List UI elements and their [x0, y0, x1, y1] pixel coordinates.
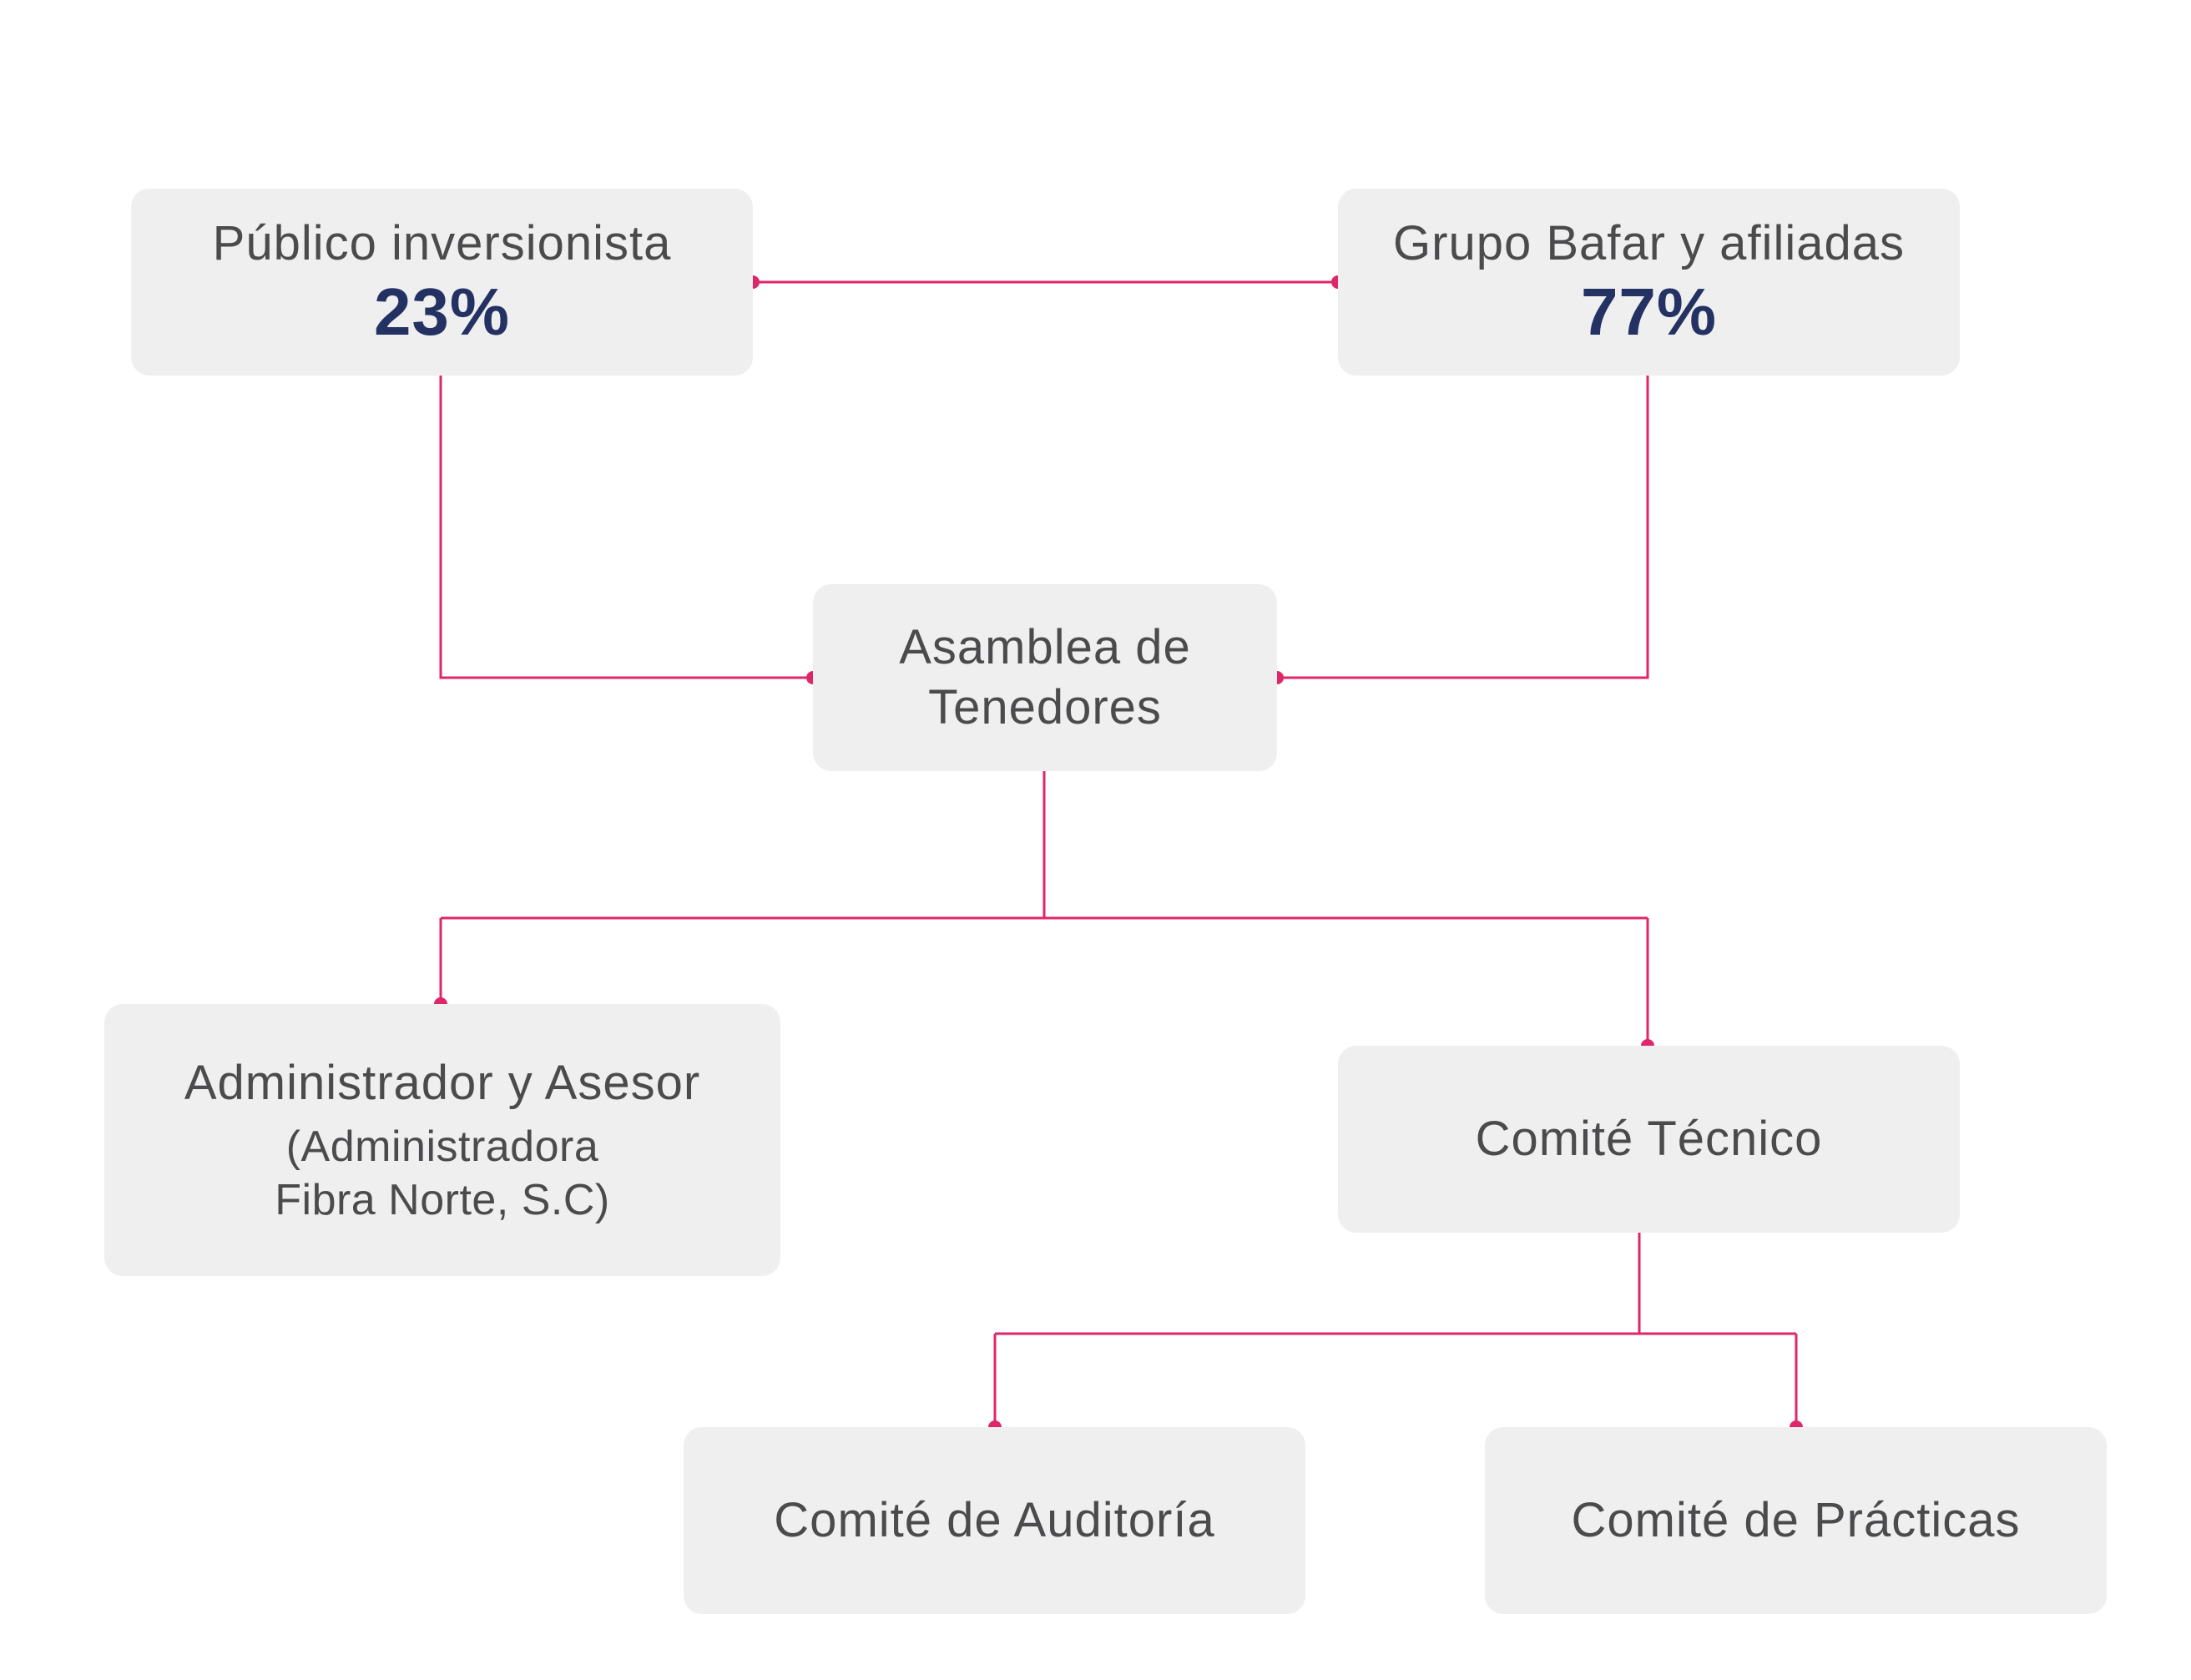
node-label: Comité de Auditoría — [774, 1493, 1215, 1547]
node-label: Grupo Bafar y afiliadas — [1393, 216, 1905, 270]
node-label-line2: Tenedores — [928, 680, 1162, 734]
node-publico-inversionista: Público inversionista 23% — [131, 189, 753, 376]
node-label: Público inversionista — [212, 216, 672, 270]
node-percent: 23% — [373, 275, 511, 349]
node-comite-practicas: Comité de Prácticas — [1485, 1427, 2107, 1614]
node-label: Comité Técnico — [1475, 1112, 1823, 1166]
node-percent: 77% — [1580, 275, 1718, 349]
node-asamblea-tenedores: Asamblea de Tenedores — [813, 584, 1277, 771]
node-label: Comité de Prácticas — [1571, 1493, 2021, 1547]
node-label-line1: Asamblea de — [899, 620, 1191, 674]
node-sublabel-line2: Fibra Norte, S.C) — [275, 1176, 610, 1224]
node-label: Administrador y Asesor — [184, 1056, 701, 1110]
link-bafar-asamblea — [1277, 376, 1649, 679]
node-comite-tecnico: Comité Técnico — [1338, 1046, 1960, 1233]
node-sublabel-line1: (Administradora — [285, 1123, 599, 1171]
node-grupo-bafar: Grupo Bafar y afiliadas 77% — [1338, 189, 1960, 376]
node-administrador-asesor: Administrador y Asesor (Administradora F… — [104, 1004, 780, 1276]
node-comite-auditoria: Comité de Auditoría — [684, 1427, 1305, 1614]
link-publico-asamblea — [439, 376, 813, 679]
